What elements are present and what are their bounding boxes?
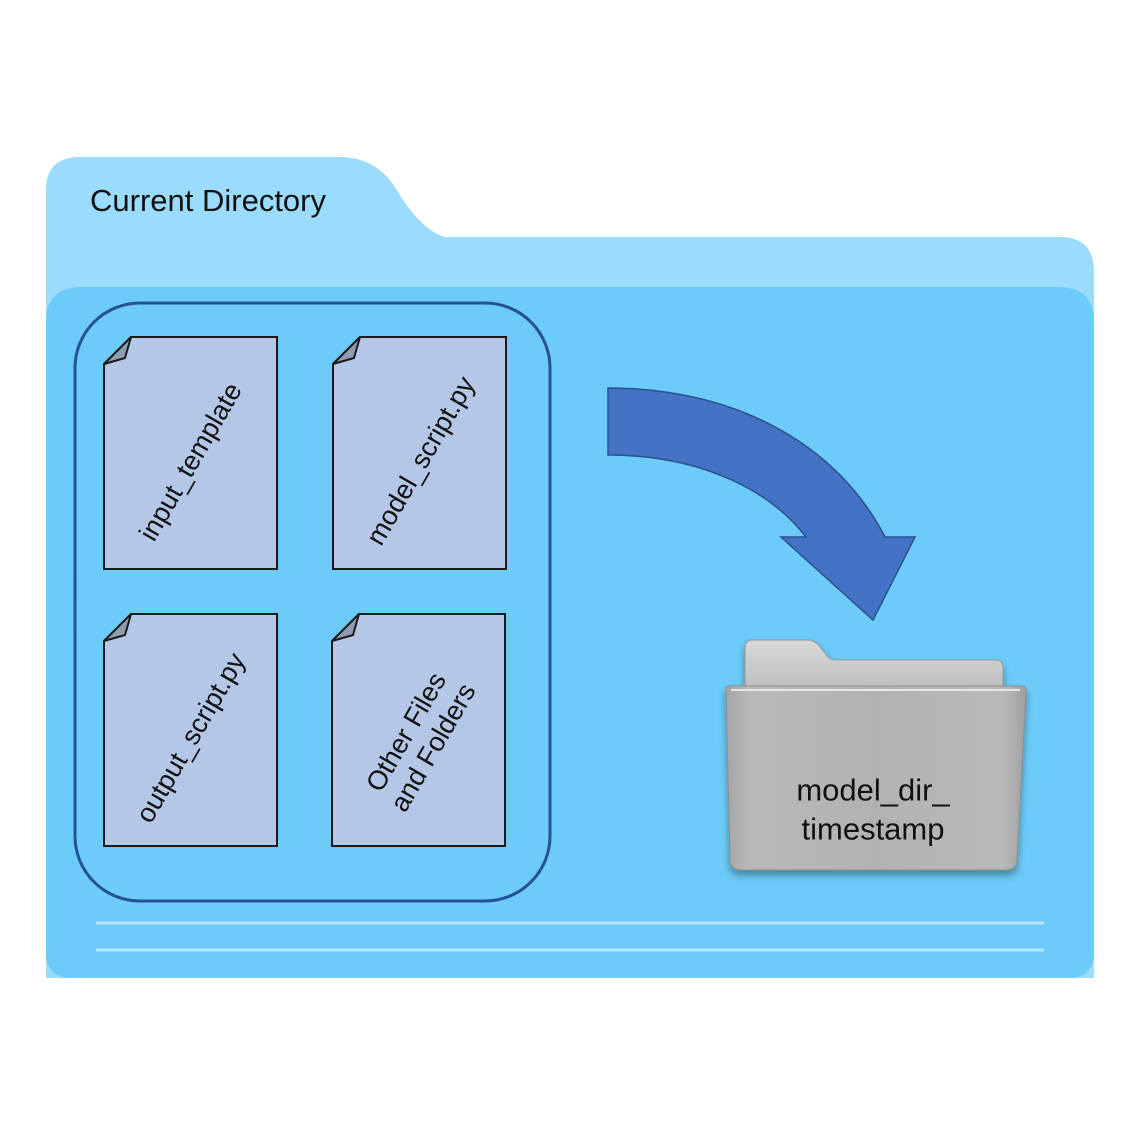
- file-icon-other-files: [331, 613, 506, 847]
- subfolder-label: model_dir_ timestamp: [796, 772, 950, 847]
- file-icon-output-script: [103, 613, 278, 847]
- curved-arrow-icon: [607, 387, 917, 622]
- file-icon-input-template: [103, 336, 278, 570]
- file-group-box: [73, 301, 552, 903]
- subfolder-icon: [724, 639, 1027, 871]
- folder-title: Current Directory: [90, 183, 326, 218]
- file-icon-model-script: [332, 336, 507, 570]
